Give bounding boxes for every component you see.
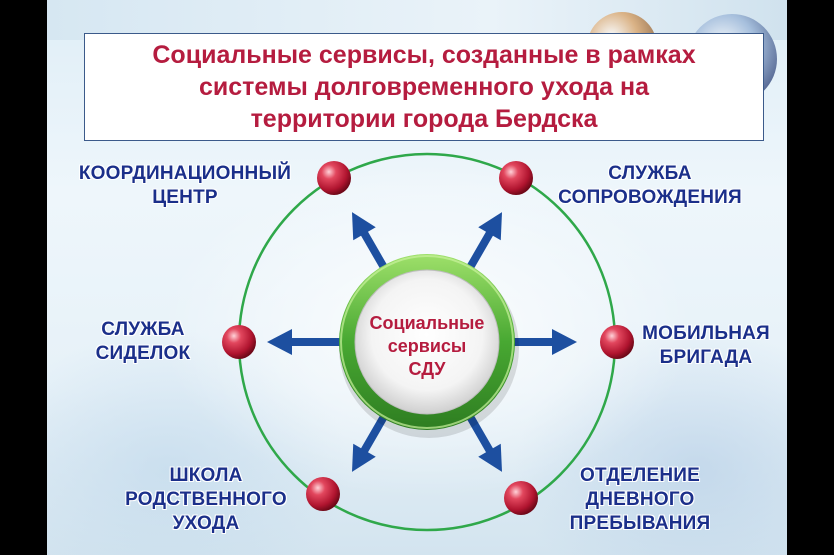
ball-escort-service	[499, 161, 533, 195]
label-line: СОПРОВОЖДЕНИЯ	[558, 187, 742, 208]
title-line-2: системы долговременного ухода на	[198, 73, 650, 101]
arrow-left	[267, 329, 357, 355]
ball-day-stay-department	[504, 481, 538, 515]
hub-label-line-2: сервисы	[387, 336, 467, 356]
label-mobile-team: МОБИЛЬНАЯ БРИГАДА	[631, 322, 781, 370]
arrow-right	[497, 329, 577, 355]
title-line-1: Социальные сервисы, созданные в рамках	[152, 41, 696, 69]
ball-relative-care-school	[306, 477, 340, 511]
label-day-stay-department: ОТДЕЛЕНИЕ ДНЕВНОГО ПРЕБЫВАНИЯ	[555, 464, 725, 536]
label-line: СЛУЖБА	[101, 319, 185, 340]
ball-caregiver-service	[222, 325, 256, 359]
ball-mobile-team	[600, 325, 634, 359]
label-line: ЦЕНТР	[152, 187, 218, 208]
label-line: КООРДИНАЦИОННЫЙ	[78, 163, 292, 184]
label-line: СИДЕЛОК	[95, 343, 191, 364]
slide: Социальные сервисы, созданные в рамках с…	[47, 0, 787, 555]
hub-disc	[354, 269, 500, 415]
label-line: ШКОЛА	[169, 465, 243, 486]
label-line: ПРЕБЫВАНИЯ	[569, 513, 711, 534]
diagram-graphic	[222, 152, 634, 532]
label-line: СЛУЖБА	[608, 163, 692, 184]
label-line: МОБИЛЬНАЯ	[642, 323, 770, 344]
label-line: ОТДЕЛЕНИЕ	[580, 465, 700, 486]
label-line: ДНЕВНОГО	[585, 489, 695, 510]
hub-ring-highlight	[340, 255, 514, 429]
hub-label-line-1: Социальные	[369, 313, 485, 333]
label-line: РОДСТВЕННОГО	[125, 489, 287, 510]
label-line: БРИГАДА	[659, 347, 753, 368]
node-balls	[222, 161, 634, 515]
hub-label: Социальные сервисы СДУ	[352, 312, 502, 381]
ball-coordination-center	[317, 161, 351, 195]
label-relative-care-school: ШКОЛА РОДСТВЕННОГО УХОДА	[121, 464, 291, 536]
label-caregiver-service: СЛУЖБА СИДЕЛОК	[83, 318, 203, 366]
label-coordination-center: КООРДИНАЦИОННЫЙ ЦЕНТР	[65, 162, 305, 210]
hub-label-line-3: СДУ	[408, 359, 446, 379]
title-line-3: территории города Бердска	[250, 105, 598, 133]
title-box: Социальные сервисы, созданные в рамках с…	[84, 33, 764, 141]
label-line: УХОДА	[172, 513, 240, 534]
label-escort-service: СЛУЖБА СОПРОВОЖДЕНИЯ	[539, 162, 761, 210]
